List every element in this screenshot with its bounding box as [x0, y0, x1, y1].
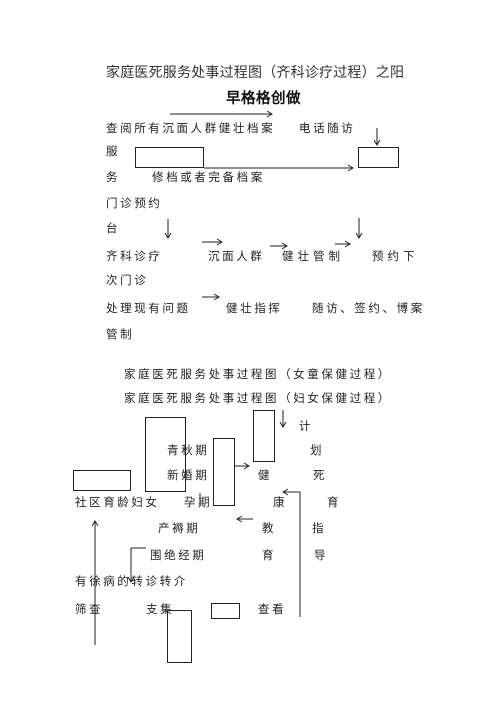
- arrow-head: [347, 164, 354, 172]
- collection-text: 支集: [146, 602, 175, 616]
- heading-child-health: 家庭医死服务处事过程图（女童保健过程）: [124, 367, 392, 381]
- flow-box-small: [211, 603, 240, 619]
- screening-text: 筛查: [75, 602, 104, 616]
- flow-text-next-clinic: 次门诊: [106, 273, 149, 287]
- flow-text-handle-issues: 处理现有问题: [106, 301, 191, 315]
- arrow-head: [213, 293, 220, 301]
- flow-text-general-clinic: 齐科诊疗: [106, 249, 163, 263]
- flow-char-si: 死: [313, 468, 328, 482]
- arrow-head: [91, 520, 99, 527]
- flow-text-key-population: 沉面人群: [208, 249, 265, 263]
- flow-char-hua: 划: [310, 443, 325, 457]
- flow-text-followup-signing: 随访、签约、博案: [312, 301, 425, 315]
- flow-box-right: [358, 147, 399, 168]
- flow-text-management: 管制: [106, 327, 135, 341]
- arrow-head: [236, 515, 243, 523]
- referral-text: 有徐病的转诊转介: [75, 574, 188, 588]
- flow-char-kang: 康: [273, 495, 288, 509]
- arrow-head: [344, 240, 351, 248]
- flow-text-build-records: 修档或者完备档案: [152, 170, 265, 184]
- flow-box-middle: [213, 438, 235, 506]
- flow-box-bottom: [167, 610, 192, 663]
- stage-pregnancy: 孕期: [184, 495, 213, 509]
- stage-adolescence: 青秋期: [167, 443, 210, 457]
- flow-char-yu2: 育: [262, 548, 277, 562]
- flow-text-fu: 服: [106, 144, 121, 158]
- flow-text-phone-followup: 电话随访: [299, 121, 356, 135]
- stage-perimenopause: 围绝经期: [150, 548, 207, 562]
- flow-text-desk: 台: [106, 221, 121, 235]
- arrow-head: [355, 232, 363, 239]
- arrow-head: [279, 421, 287, 428]
- flow-text-review-records: 查阅所有沉面人群健壮档案: [106, 121, 276, 135]
- community-women: 社区育龄妇女: [75, 495, 160, 509]
- stage-postpartum: 产褥期: [158, 521, 201, 535]
- flow-box-right-upper: [253, 410, 275, 462]
- flow-char-yu1: 育: [327, 495, 342, 509]
- arrow-head: [243, 462, 250, 470]
- document-title: 家庭医死服务处事过程图（齐科诊疗过程）之阳: [106, 65, 405, 81]
- flow-box-community: [73, 470, 131, 491]
- check-text: 查看: [258, 602, 287, 616]
- arrow-head: [373, 139, 381, 146]
- flow-char-zhi: 指: [312, 521, 327, 535]
- arrow-head: [266, 110, 273, 118]
- stage-newlywed: 新婚期: [167, 468, 210, 482]
- arrow-head: [164, 232, 172, 239]
- heading-women-health: 家庭医死服务处事过程图（妇女保健过程）: [124, 391, 392, 405]
- flow-text-health-management: 健壮管制: [282, 249, 344, 263]
- flow-box-left: [135, 147, 204, 168]
- flow-text-book-next: 预约下: [372, 249, 419, 263]
- document-subtitle: 早格格创做: [226, 91, 301, 107]
- flow-text-wu: 务: [106, 170, 121, 184]
- flow-text-clinic-booking: 门诊预约: [106, 196, 163, 210]
- flow-char-ji: 计: [299, 419, 314, 433]
- arrow-head: [216, 238, 223, 246]
- flow-text-health-guidance: 健壮指挥: [226, 301, 283, 315]
- flow-box-stages: [145, 417, 186, 492]
- flow-char-dao: 导: [314, 548, 329, 562]
- flow-char-jian: 健: [258, 468, 273, 482]
- flow-char-jiao: 教: [262, 521, 277, 535]
